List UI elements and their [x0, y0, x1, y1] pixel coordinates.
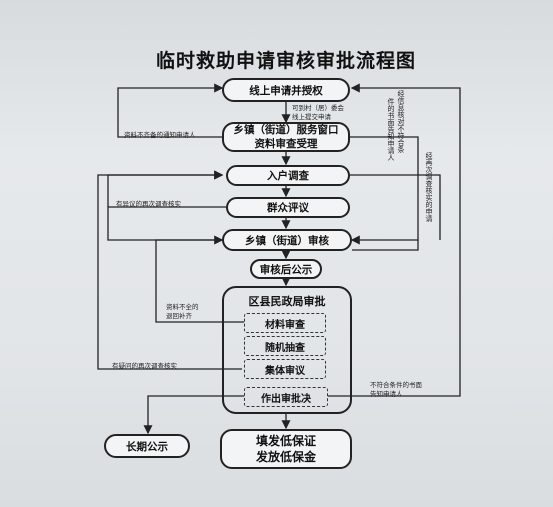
note-info-check-vertical: 经信息核对不符合条 — [397, 90, 405, 153]
note-incomplete-return: 资料不全的 退回补齐 — [166, 303, 199, 320]
loop-info-check — [350, 136, 419, 245]
note-objection-resurvey: 有异议的再次调查核实 — [116, 200, 181, 208]
note-info-check-vertical-2: 件的书面告知申请人 — [387, 98, 395, 161]
step-household-survey: 入户调查 — [226, 165, 350, 186]
step-public-review: 群众评议 — [226, 197, 350, 218]
loop-material-return — [155, 235, 244, 323]
note-reject-notice: 不符合条件的书面 告知申请人 — [370, 381, 422, 398]
note-doubt-resurvey: 有疑问的再次调查核实 — [112, 362, 177, 370]
step-result: 填发低保证 发放低保金 — [220, 429, 352, 469]
arrow-to-long-term — [143, 395, 244, 435]
page-title: 临时救助申请审核审批流程图 — [156, 50, 417, 72]
substep-random-check: 随机抽查 — [244, 336, 326, 356]
district-approval-title: 区县民政局审批 — [248, 295, 326, 308]
note-incomplete-notice: 资料不齐备的通知申请人 — [124, 131, 196, 139]
step-township-audit: 乡镇（街道）审核 — [222, 229, 352, 251]
note-resurvey-vertical: 经再次调查核实的申请 — [425, 152, 433, 222]
loop-resurvey-right — [350, 174, 441, 240]
loop-reject-notice — [328, 83, 461, 397]
loop-doubt-resurvey — [97, 170, 242, 370]
substep-decision: 作出审批决 — [244, 387, 328, 407]
substep-material-review: 材料审查 — [244, 313, 326, 333]
loop-incomplete-notice — [117, 83, 224, 138]
step-long-term-notice: 长期公示 — [104, 434, 190, 458]
district-approval-group — [222, 286, 352, 414]
step-township-window: 乡镇（街道）服务窗口 资料审查受理 — [222, 122, 350, 152]
step-online-apply: 线上申请并授权 — [222, 78, 350, 102]
step-post-audit-notice: 审核后公示 — [250, 259, 322, 279]
substep-collective-review: 集体审议 — [244, 359, 326, 379]
note-village-submit: 可到村（居）委会 线上提交申请 — [292, 104, 344, 121]
loop-objection — [107, 206, 226, 241]
